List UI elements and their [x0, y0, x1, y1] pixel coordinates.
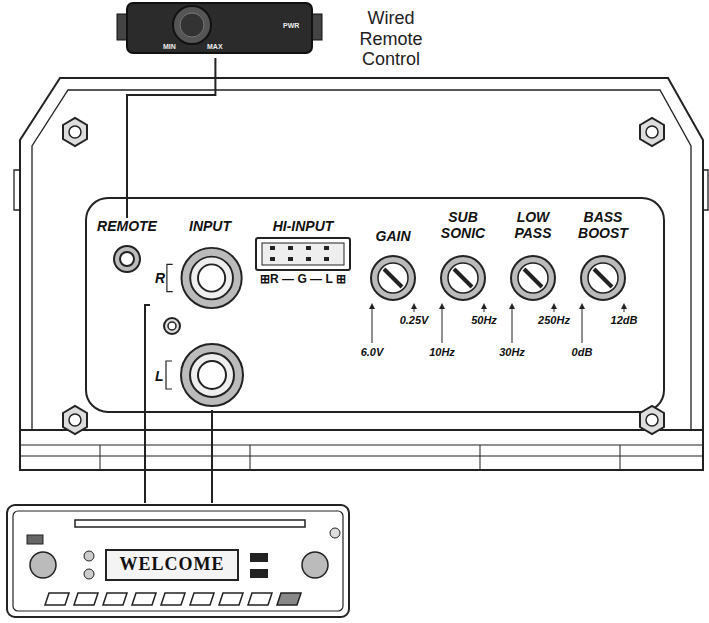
range-value: 10Hz: [424, 346, 460, 359]
range-value: 30Hz: [494, 346, 530, 359]
remote-marking: PWR: [283, 22, 299, 30]
signal-wire: [127, 58, 215, 218]
range-value: 12dB: [606, 314, 642, 327]
rca-jack-right: R: [150, 244, 245, 312]
section-label: HI-INPUT: [255, 218, 351, 234]
signal-wire: [211, 410, 213, 503]
rca-jack-left: L: [150, 340, 245, 410]
control-label: LOW PASS: [501, 209, 565, 241]
channel-label: R: [155, 270, 165, 286]
remote-marking: MIN: [163, 43, 176, 51]
remote-marking: MAX: [207, 43, 223, 51]
range-value: 50Hz: [466, 314, 502, 327]
display-text: WELCOME: [105, 549, 239, 581]
range-value: 6.0V: [354, 346, 390, 359]
remote-jack: REMOTE: [86, 218, 168, 276]
control-label: SUB SONIC: [431, 209, 495, 241]
range-value: 0dB: [564, 346, 600, 359]
range-value: 0.25V: [396, 314, 432, 327]
section-label: INPUT: [175, 218, 245, 234]
control-label: BASS BOOST: [571, 209, 635, 241]
signal-wire: [145, 305, 150, 503]
channel-label: L: [155, 368, 164, 384]
remote-title: Wired Remote Control: [335, 8, 447, 70]
jack-label: REMOTE: [86, 218, 168, 234]
control-label: GAIN: [360, 228, 426, 244]
head-unit: WELCOME: [5, 503, 352, 620]
wired-remote-control: Wired Remote ControlPWRMINMAX: [117, 0, 322, 58]
rca-jack-left-outline: [150, 340, 245, 410]
pin-label: ⊞R — G — L ⊞: [248, 273, 358, 287]
range-value: 250Hz: [536, 314, 572, 327]
